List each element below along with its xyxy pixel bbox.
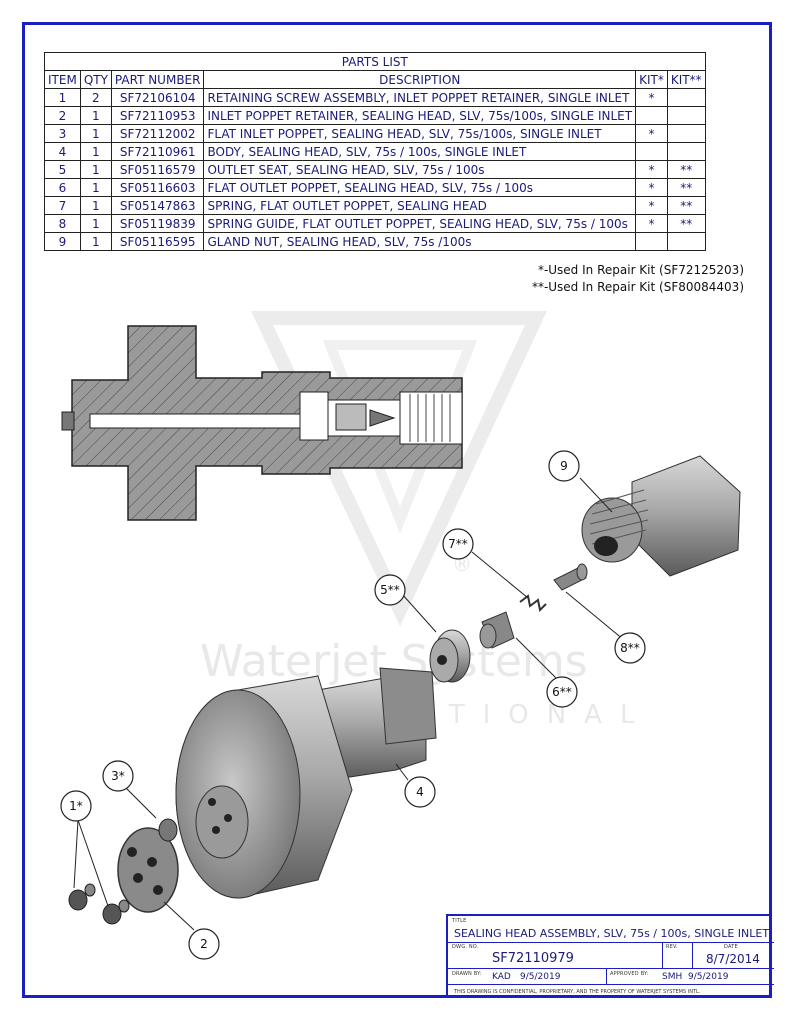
drawn-by: KAD xyxy=(492,972,511,982)
kit-notes: *-Used In Repair Kit (SF72125203) **-Use… xyxy=(532,262,744,296)
dwg-no-label: DWG. NO. xyxy=(452,944,479,950)
retaining-screws xyxy=(68,883,130,925)
kit-note-2: **-Used In Repair Kit (SF80084403) xyxy=(531,280,744,294)
drawing-border xyxy=(22,22,772,998)
callout-9: 9 xyxy=(560,459,568,473)
gland-nut-part xyxy=(581,455,741,577)
approved-by: SMH xyxy=(662,972,683,982)
parts-list-cell: SF72110961 xyxy=(110,142,205,161)
flat-outlet-poppet-part xyxy=(479,611,515,649)
callout-2: 2 xyxy=(200,937,208,951)
callout-3: 3* xyxy=(111,769,125,783)
parts-list-cell: SF05116579 xyxy=(110,160,205,179)
callout-circles xyxy=(60,450,646,960)
parts-list-cell: ** xyxy=(666,196,706,215)
callout-6: 6** xyxy=(552,685,572,699)
callout-labels: 9 7** 5** 8** 6** 4 3* 1* 2 xyxy=(69,459,640,951)
spring-part xyxy=(519,594,547,613)
title-block: TITLE SEALING HEAD ASSEMBLY, SLV, 75s / … xyxy=(446,914,774,998)
parts-list-header-cell: KIT* xyxy=(635,70,668,89)
parts-list-cell: INLET POPPET RETAINER, SEALING HEAD, SLV… xyxy=(203,106,637,125)
spring-guide-part xyxy=(553,563,588,591)
date-label: DATE xyxy=(724,944,738,950)
parts-list-cell: SF05116595 xyxy=(110,232,205,251)
title-label: TITLE xyxy=(452,918,467,924)
parts-list-header-cell: KIT** xyxy=(666,70,706,89)
drawing-date: 8/7/2014 xyxy=(706,952,760,966)
approved-by-label: APPROVED BY: xyxy=(610,971,649,977)
parts-list-header-cell: QTY xyxy=(79,70,112,89)
section-view xyxy=(61,325,463,521)
parts-list-cell: SF05119839 xyxy=(110,214,205,233)
parts-list-cell: 1 xyxy=(79,232,112,251)
approved-date: 9/5/2019 xyxy=(688,972,729,982)
callout-8: 8** xyxy=(620,641,640,655)
retainer-part xyxy=(117,827,179,913)
parts-list-header-cell: PART NUMBER xyxy=(110,70,205,89)
callout-5: 5** xyxy=(380,583,400,597)
callout-4: 4 xyxy=(416,785,424,799)
parts-list-cell: SPRING GUIDE, FLAT OUTLET POPPET, SEALIN… xyxy=(203,214,637,233)
callout-7: 7** xyxy=(448,537,468,551)
drawing-title: SEALING HEAD ASSEMBLY, SLV, 75s / 100s, … xyxy=(454,927,770,940)
parts-list-cell xyxy=(666,232,706,251)
parts-list-cell: OUTLET SEAT, SEALING HEAD, SLV, 75s / 10… xyxy=(203,160,637,179)
rev-label: REV. xyxy=(666,944,678,950)
parts-list-cell: SF72106104 xyxy=(110,88,205,107)
parts-list-cell: GLAND NUT, SEALING HEAD, SLV, 75s /100s xyxy=(203,232,637,251)
drawn-date: 9/5/2019 xyxy=(520,972,561,982)
kit-note-1: *-Used In Repair Kit (SF72125203) xyxy=(537,263,744,277)
parts-list-cell: SF72110953 xyxy=(110,106,205,125)
confidential-notice: THIS DRAWING IS CONFIDENTIAL, PROPRIETAR… xyxy=(454,989,701,995)
body-part xyxy=(175,667,437,899)
parts-list-cell: RETAINING SCREW ASSEMBLY, INLET POPPET R… xyxy=(203,88,637,107)
dwg-no: SF72110979 xyxy=(492,951,574,966)
outlet-seat-part xyxy=(429,629,471,683)
callout-1: 1* xyxy=(69,799,83,813)
drawn-by-label: DRAWN BY: xyxy=(452,971,482,977)
inlet-poppet-part xyxy=(158,818,178,842)
leader-lines xyxy=(73,477,625,931)
